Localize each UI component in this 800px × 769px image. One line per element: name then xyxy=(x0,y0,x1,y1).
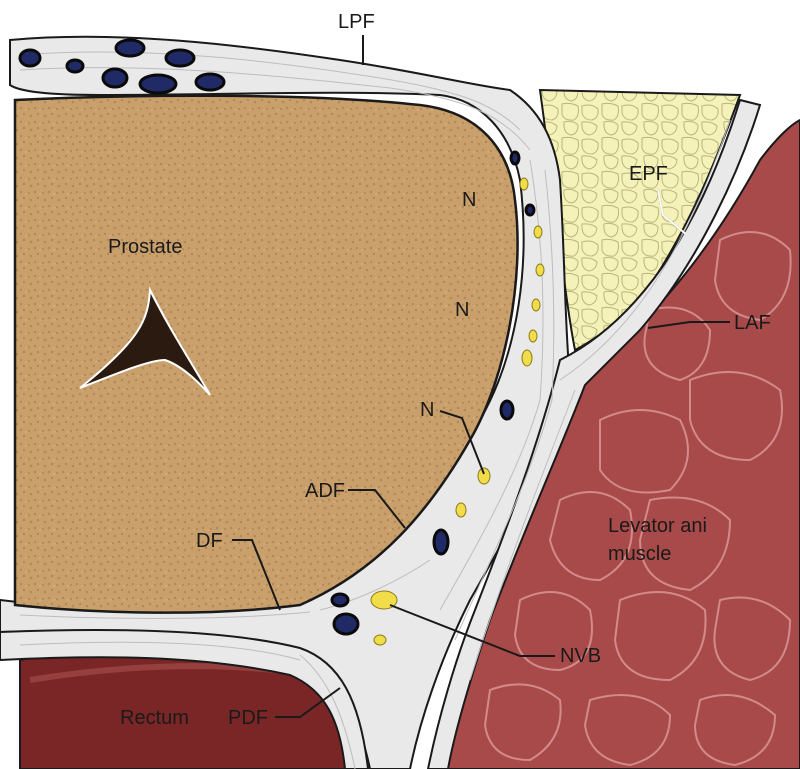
label-n-2: N xyxy=(455,299,470,321)
leader-lines-white xyxy=(657,189,688,236)
label-prostate: Prostate xyxy=(108,236,183,258)
nerve-fibers xyxy=(370,177,545,646)
label-nvb: NVB xyxy=(560,645,602,667)
label-levator-ani: Levator ani xyxy=(608,515,707,537)
label-rectum: Rectum xyxy=(120,707,189,729)
label-adf: ADF xyxy=(305,480,345,502)
label-lpf: LPF xyxy=(338,11,375,33)
label-muscle: muscle xyxy=(608,543,672,565)
label-laf: LAF xyxy=(734,312,771,334)
label-n-1: N xyxy=(462,189,477,211)
prostate-gland xyxy=(13,94,519,614)
label-pdf: PDF xyxy=(228,707,268,729)
muscle-fiber-cells xyxy=(483,231,792,767)
fascia-layers xyxy=(0,35,762,769)
periprostatic-vessels xyxy=(18,38,536,636)
label-df: DF xyxy=(196,530,223,552)
urethra xyxy=(79,286,211,396)
label-epf: EPF xyxy=(629,163,668,185)
label-n-3: N xyxy=(420,399,435,421)
